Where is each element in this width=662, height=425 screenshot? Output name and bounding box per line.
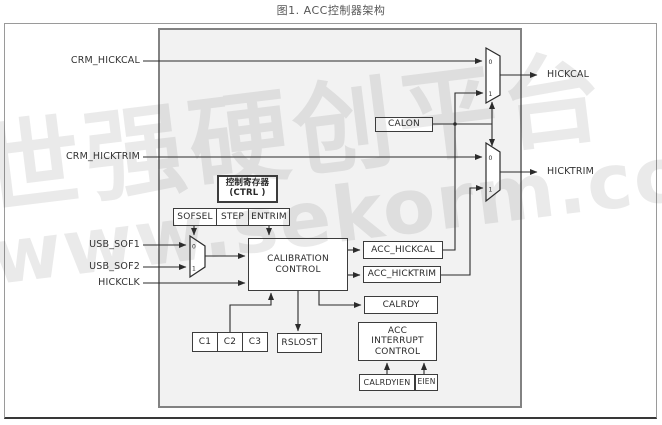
signal-hickclk: HICKCLK [98,277,140,288]
rslost-flag: RSLOST [277,333,322,353]
calibration-control-label-2: CONTROL [275,264,321,275]
signal-crm-hickcal: CRM_HICKCAL [70,55,140,66]
c1-field: C1 [192,332,218,352]
wire-c2-to-calibration [229,292,274,332]
mux-hicktrim-port1-label: 1 [489,187,493,194]
mux-hicktrim-port0-label: 0 [489,155,493,162]
acc-hickcal-register: ACC_HICKCAL [363,241,443,259]
acc-interrupt-label-3: CONTROL [374,346,421,357]
ctrl-register-box: 控制寄存器 (CTRL ) [217,175,278,203]
eien-field: EIEN [415,374,438,391]
signal-crm-hicktrim: CRM_HICKTRIM [65,151,140,162]
mux-sof-port1-label: 1 [192,266,196,273]
step-field: STEP [216,208,249,226]
signal-usb-sof2: USB_SOF2 [89,261,140,272]
entrim-field: ENTRIM [248,208,290,226]
mux-hickcal-port1-label: 1 [489,91,493,98]
mux-hickcal-output [485,46,501,105]
signal-hickcal: HICKCAL [547,69,590,80]
junction-dot [453,122,457,126]
figure-caption: 图1. ACC控制器架构 [276,4,386,17]
calrdyien-field: CALRDYIEN [359,374,415,391]
signal-hicktrim: HICKTRIM [547,166,595,177]
acc-interrupt-label-2: INTERRUPT [371,336,424,347]
calon-field: CALON [375,117,433,132]
acc-hicktrim-register: ACC_HICKTRIM [363,266,441,283]
wire-calibration-to-calrdy [318,291,362,308]
acc-interrupt-control-block: ACC INTERRUPT CONTROL [358,322,437,361]
ctrl-register-label-en: (CTRL ) [229,188,266,198]
acc-interrupt-label-1: ACC [387,325,408,336]
wire-acc-hicktrim-feedback [441,185,484,276]
calibration-control-label-1: CALIBRATION [267,254,329,265]
c3-field: C3 [242,332,268,352]
mux-hickcal-port0-label: 0 [489,59,493,66]
mux-hicktrim-output [485,141,501,203]
sofsel-field: SOFSEL [173,208,217,226]
wire-acc-hickcal-feedback [443,90,484,251]
mux-sof-select [189,234,206,279]
calrdy-flag: CALRDY [364,296,438,314]
mux-sof-port0-label: 0 [192,244,196,251]
ctrl-register-label-cn: 控制寄存器 [225,178,270,189]
calibration-control-block: CALIBRATION CONTROL [248,238,348,291]
signal-usb-sof1: USB_SOF1 [89,239,140,250]
c2-field: C2 [217,332,243,352]
